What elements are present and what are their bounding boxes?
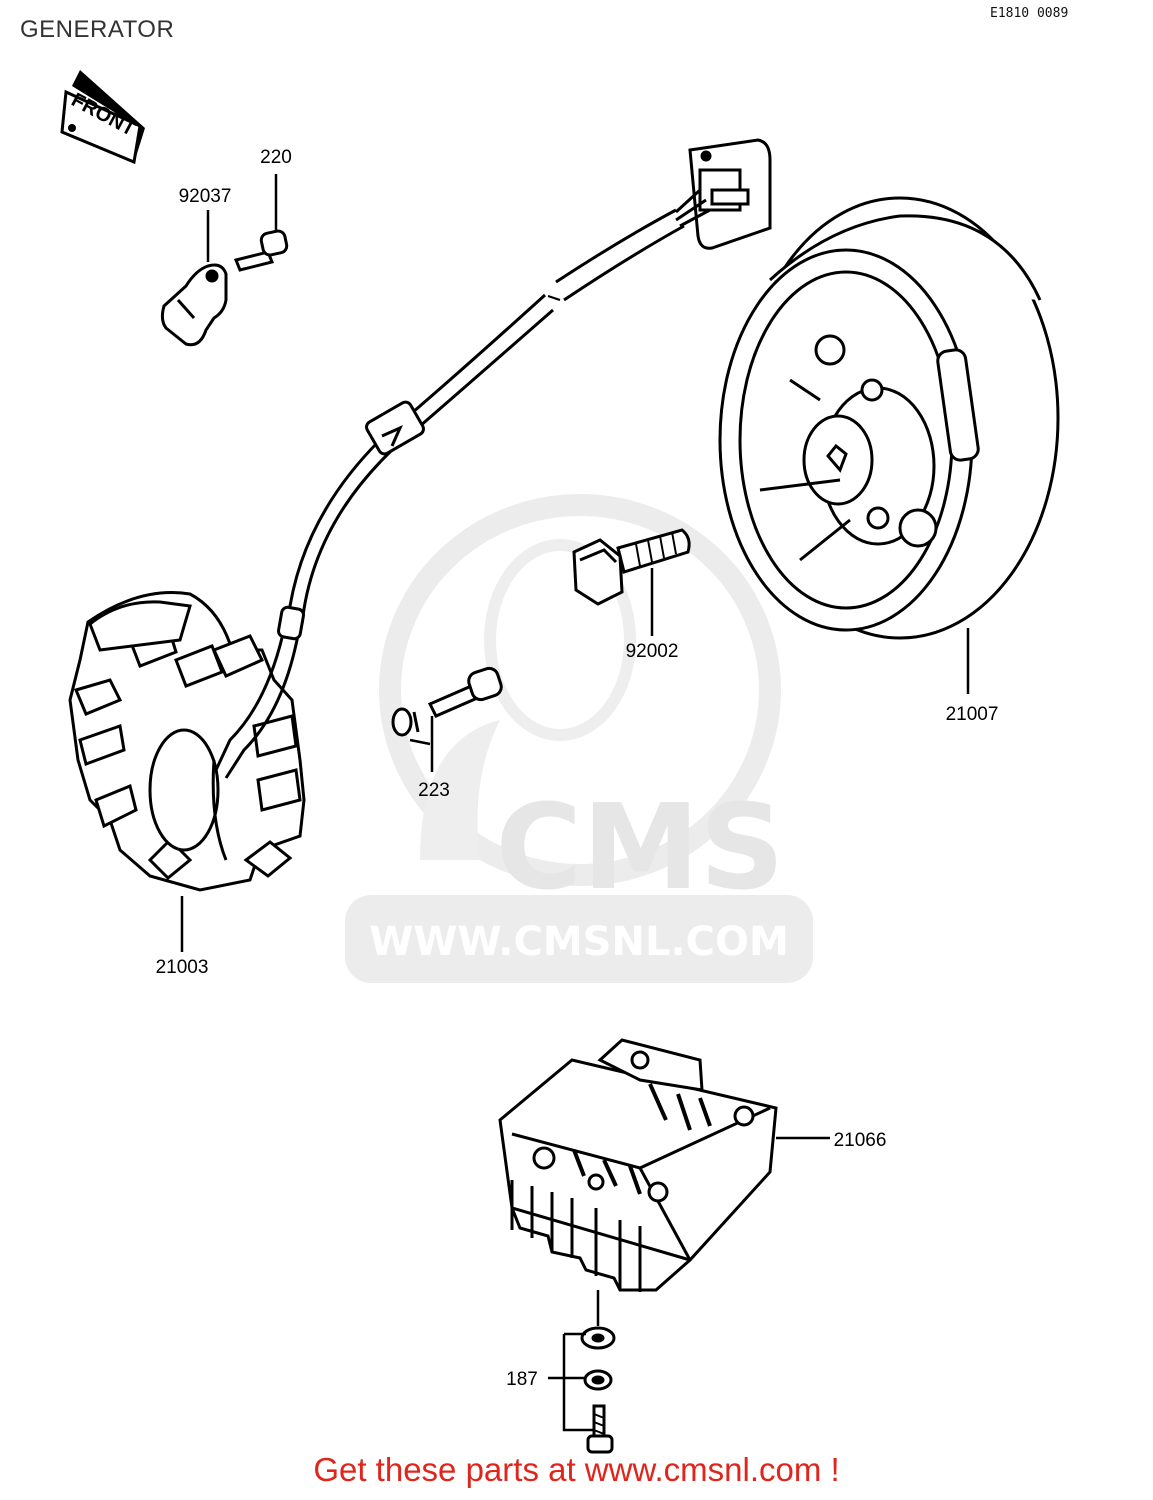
part-92002-bolt [572,528,691,606]
page-title: GENERATOR [20,16,175,43]
part-labels: 92037 220 92002 21007 223 21003 21066 18… [156,147,999,1390]
part-21007-rotor [718,196,1060,640]
diagram-code: E1810 0089 [990,6,1069,21]
watermark-brand: CMS [495,778,784,916]
label-21007: 21007 [946,704,999,725]
watermark: CMS WWW.CMSNL.COM [345,494,813,983]
label-220: 220 [260,147,292,168]
part-223-screw [391,666,503,737]
label-187: 187 [506,1369,538,1390]
part-21003-stator [68,591,306,892]
front-arrow: FRONT [60,70,145,165]
cta-link-text[interactable]: Get these parts at www.cmsnl.com ! [313,1451,840,1488]
part-187-hardware [580,1326,616,1454]
label-92002: 92002 [626,641,679,662]
label-223: 223 [418,780,450,801]
part-92037-clamp [160,263,228,347]
part-21066-regulator [498,1038,778,1292]
label-92037: 92037 [179,186,232,207]
cta-link[interactable]: Get these parts at www.cmsnl.com ! [0,1451,1153,1489]
leader-lines [180,174,970,1432]
watermark-url: WWW.CMSNL.COM [369,919,789,965]
label-21003: 21003 [156,957,209,978]
part-220-screw [233,229,289,272]
label-21066: 21066 [834,1130,887,1151]
wire-harness [286,208,685,625]
connector [674,138,772,250]
